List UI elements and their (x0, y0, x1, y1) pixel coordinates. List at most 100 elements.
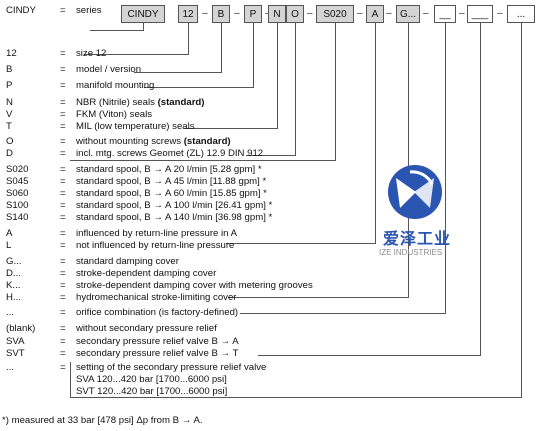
equals-sign: = (60, 292, 66, 303)
option-code: S060 (6, 188, 29, 199)
option-description: without secondary pressure relief (76, 323, 217, 334)
code-box-spool: S020 (316, 5, 354, 23)
equals-sign: = (60, 336, 66, 347)
equals-sign: = (60, 48, 66, 59)
option-code: CINDY (6, 5, 36, 16)
separator: – (265, 5, 271, 23)
equals-sign: = (60, 256, 66, 267)
option-description: standard spool, B → A 140 l/min [36.98 g… (76, 212, 273, 223)
connector-line (70, 160, 336, 161)
option-code: SVA (6, 336, 25, 347)
equals-sign: = (60, 136, 66, 147)
separator: – (459, 8, 465, 19)
code-box-seals: N (268, 5, 286, 23)
code-box-model: B (212, 5, 230, 23)
option-description: NBR (Nitrile) seals (standard) (76, 97, 205, 108)
code-box-size: 12 (178, 5, 198, 23)
connector-line (258, 355, 481, 356)
option-code: B (6, 64, 13, 75)
equals-sign: = (60, 200, 66, 211)
equals-sign: = (60, 121, 66, 132)
option-description: standard spool, B → A 20 l/min [5.28 gpm… (76, 164, 262, 175)
connector-line (240, 313, 446, 314)
option-code: O (6, 136, 14, 147)
equals-sign: = (60, 307, 66, 318)
separator: – (497, 8, 503, 19)
code-box-orifice: __ (434, 5, 456, 23)
equals-sign: = (60, 5, 66, 16)
option-description: size 12 (76, 48, 107, 59)
equals-sign: = (60, 348, 66, 359)
code-box-setting: ... (507, 5, 535, 23)
code-box-screws: O (286, 5, 304, 23)
equals-sign: = (60, 323, 66, 334)
connector-line (90, 30, 144, 31)
option-description: MIL (low temperature) seals (76, 121, 195, 132)
code-box-relief: ___ (467, 5, 493, 23)
separator: – (307, 8, 313, 19)
option-code: S140 (6, 212, 29, 223)
leader-line (445, 23, 446, 314)
option-code: G... (6, 256, 22, 267)
equals-sign: = (60, 176, 66, 187)
leader-line (277, 23, 278, 129)
option-code: A (6, 228, 13, 239)
equals-sign: = (60, 188, 66, 199)
logo-text-cn: 爱泽工业 (383, 229, 452, 248)
equals-sign: = (60, 212, 66, 223)
option-description: incl. mtg. screws Geomet (ZL) 12.9 DIN 9… (76, 148, 264, 159)
equals-sign: = (60, 228, 66, 239)
option-code: V (6, 109, 13, 120)
leader-line (375, 23, 376, 244)
option-description: standard spool, B → A 100 l/min [26.41 g… (76, 200, 273, 211)
logo-text-en: IZE INDUSTRIES (379, 248, 443, 257)
option-code: D (6, 148, 13, 159)
option-code: S045 (6, 176, 29, 187)
option-code: L (6, 240, 12, 251)
option-description: standard damping cover (76, 256, 179, 267)
code-box-return-line: A (366, 5, 384, 23)
leader-line (480, 23, 481, 356)
equals-sign: = (60, 64, 66, 75)
code-box-cover: G... (396, 5, 420, 23)
connector-line (84, 54, 189, 55)
option-description: standard spool, B → A 60 l/min [15.85 gp… (76, 188, 267, 199)
separator: – (423, 8, 429, 19)
company-logo (388, 165, 442, 219)
option-description: influenced by return-line pressure in A (76, 228, 238, 239)
connector-line (70, 397, 522, 398)
leader-line (253, 23, 254, 88)
equals-sign: = (60, 362, 66, 373)
connector-line (144, 87, 254, 88)
option-code: 12 (6, 48, 17, 59)
connector-line (246, 155, 296, 156)
connector-line (184, 128, 278, 129)
option-code: N (6, 97, 13, 108)
connector-line (134, 72, 222, 73)
option-code: T (6, 121, 12, 132)
code-box-cindy: CINDY (121, 5, 165, 23)
option-code: S020 (6, 164, 29, 175)
leader-line (188, 23, 189, 55)
code-box-mounting: P (244, 5, 262, 23)
leader-line (335, 23, 336, 161)
separator: – (234, 8, 240, 19)
equals-sign: = (60, 240, 66, 251)
option-code: ... (6, 362, 14, 373)
connector-line (226, 243, 376, 244)
option-code: P (6, 80, 13, 91)
separator: – (386, 8, 392, 19)
leader-line (408, 23, 409, 298)
option-description: without mounting screws (standard) (76, 136, 231, 147)
equals-sign: = (60, 280, 66, 291)
separator: – (357, 8, 363, 19)
bracket-line (70, 362, 71, 397)
option-code: (blank) (6, 323, 36, 334)
option-description: stroke-dependent damping cover with mete… (76, 280, 313, 291)
option-description: setting of the secondary pressure relief… (76, 362, 267, 373)
leader-line (143, 23, 144, 31)
option-description: model / version (76, 64, 142, 75)
equals-sign: = (60, 109, 66, 120)
option-description: not influenced by return-line pressure (76, 240, 235, 251)
